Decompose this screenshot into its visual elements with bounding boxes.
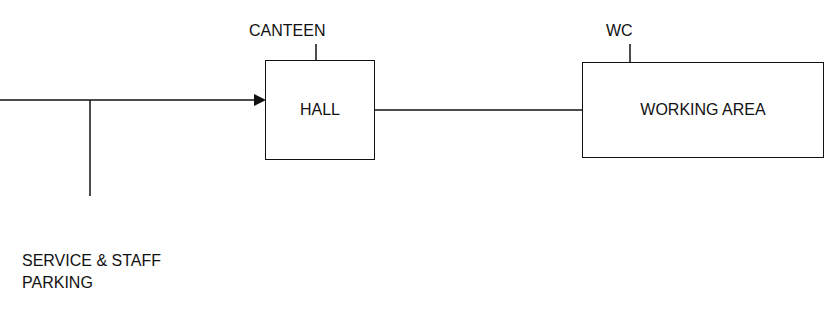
space-label: WC	[606, 20, 633, 42]
wc-leader	[629, 44, 631, 62]
entry-line	[0, 99, 256, 101]
room-name: HALL	[300, 99, 340, 121]
canteen-leader	[315, 44, 317, 60]
room-box: WORKING AREA	[582, 62, 824, 158]
room-box: HALL	[265, 60, 375, 160]
room-name: WORKING AREA	[640, 99, 765, 121]
connector	[375, 109, 582, 111]
space-label: SERVICE & STAFF PARKING	[22, 250, 172, 294]
parking-leader	[89, 100, 91, 196]
space-label: CANTEEN	[249, 20, 325, 42]
